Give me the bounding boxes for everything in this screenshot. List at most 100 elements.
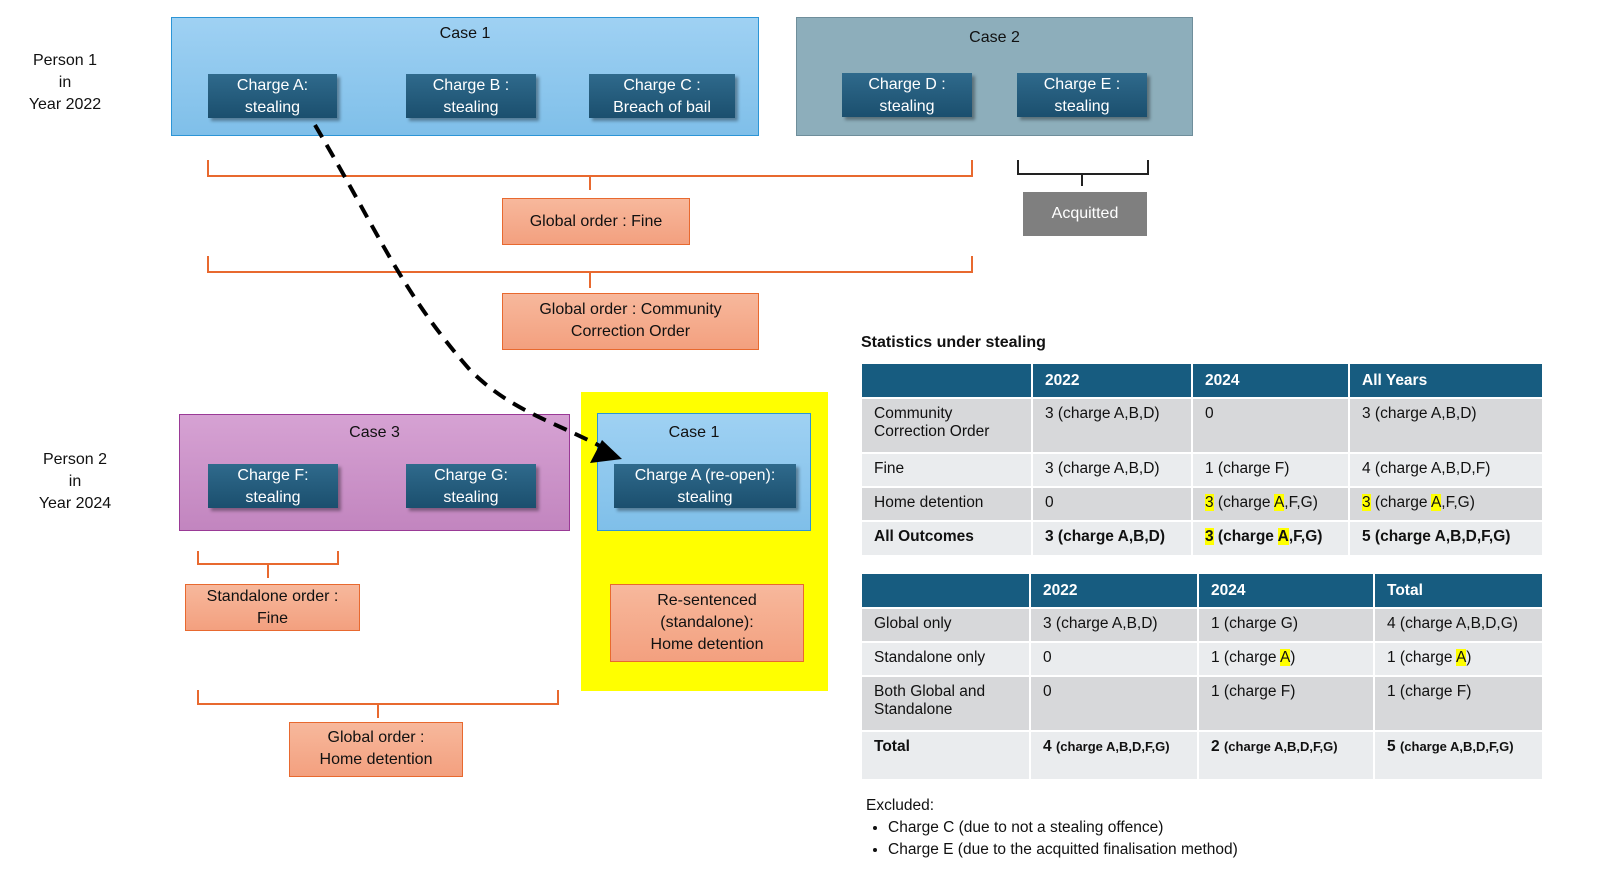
table-cell: 0	[1030, 641, 1199, 676]
charge-a-reopen: Charge A (re-open): stealing	[614, 464, 796, 508]
table-cell: 1 (charge A)	[1374, 641, 1542, 676]
charge-a-label: Charge A:	[236, 77, 309, 94]
table-cell: 1 (charge F)	[1192, 452, 1350, 487]
table-cell: 3 (charge A,F,G)	[1349, 486, 1542, 521]
person-2-year: Year 2024	[38, 495, 112, 512]
order-standalone-fine: Standalone order : Fine	[185, 584, 360, 631]
case-2: Case 2 Charge D : stealing Charge E : st…	[796, 17, 1193, 136]
order-global-fine: Global order : Fine	[502, 198, 690, 245]
table-header-row: 2022 2024 Total	[862, 574, 1542, 608]
charge-a-offence: stealing	[244, 99, 301, 116]
charge-d-label: Charge D :	[868, 76, 946, 93]
table-cell: 0	[1030, 675, 1199, 731]
table-cell: 3 (charge A,F,G)	[1192, 486, 1350, 521]
table-row: Standalone only 0 1 (charge A) 1 (charge…	[862, 641, 1542, 676]
stats-table-order-type: 2022 2024 Total Global only 3 (charge A,…	[862, 574, 1542, 779]
table-cell: Both Global and Standalone	[862, 675, 1031, 731]
table-cell: Fine	[862, 452, 1033, 487]
table-cell: Global only	[862, 607, 1031, 642]
acquitted-text: Acquitted	[1051, 205, 1119, 222]
order-resentenced-line2: (standalone):	[660, 614, 754, 631]
charge-c-offence: Breach of bail	[613, 99, 711, 116]
charge-g: Charge G: stealing	[406, 464, 536, 508]
table-cell: Total	[862, 730, 1031, 779]
order-global-hd-line1: Global order :	[327, 729, 425, 746]
bracket-acquitted	[1017, 160, 1149, 186]
table-cell: Standalone only	[862, 641, 1031, 676]
table-cell: 5 (charge A,B,D,F,G)	[1374, 730, 1542, 779]
charge-f-label: Charge F:	[237, 467, 309, 484]
table-cell: 0	[1032, 486, 1193, 521]
stats-title: Statistics under stealing	[861, 334, 1046, 351]
order-global-hd: Global order : Home detention	[289, 722, 463, 777]
person-2-in: in	[68, 473, 82, 490]
table-cell: 3 (charge A,B,D)	[1030, 607, 1199, 642]
order-global-cco-line1: Global order : Community	[539, 301, 722, 318]
table-header-row: 2022 2024 All Years	[862, 364, 1542, 398]
table-header-cell: 2022	[1030, 574, 1199, 608]
table-row: All Outcomes 3 (charge A,B,D) 3 (charge …	[862, 520, 1542, 555]
table-header-cell: 2022	[1032, 364, 1193, 398]
excluded-notes: Excluded: Charge C (due to not a stealin…	[866, 795, 1566, 861]
table-cell: 3 (charge A,B,D)	[1349, 397, 1542, 453]
case-1-2022: Case 1 Charge A: stealing Charge B : ste…	[171, 17, 759, 136]
person-2-name: Person 2	[42, 451, 108, 468]
table-cell: 1 (charge A)	[1198, 641, 1375, 676]
table-cell: 2 (charge A,B,D,F,G)	[1198, 730, 1375, 779]
table-row: Home detention 0 3 (charge A,F,G) 3 (cha…	[862, 486, 1542, 521]
list-item: Charge C (due to not a stealing offence)	[888, 817, 1566, 839]
charge-g-label: Charge G:	[434, 467, 508, 484]
charge-d: Charge D : stealing	[842, 73, 972, 117]
order-resentenced: Re-sentenced (standalone): Home detentio…	[610, 584, 804, 662]
table-cell: 4 (charge A,B,D,F,G)	[1030, 730, 1199, 779]
charge-a-reopen-label: Charge A (re-open):	[634, 467, 776, 484]
table-cell: 3 (charge A,F,G)	[1192, 520, 1350, 555]
table-cell: 3 (charge A,B,D)	[1032, 520, 1193, 555]
charge-a: Charge A: stealing	[208, 74, 337, 118]
acquitted-box: Acquitted	[1023, 192, 1147, 236]
order-global-cco-line2: Correction Order	[570, 323, 691, 340]
charge-b-label: Charge B :	[432, 77, 510, 94]
charge-f-offence: stealing	[245, 489, 301, 506]
bracket-global-fine	[207, 160, 973, 190]
table-cell: 1 (charge F)	[1198, 675, 1375, 731]
charge-e: Charge E : stealing	[1017, 73, 1147, 117]
reopen-arrow-head	[590, 440, 622, 463]
table-header-cell	[862, 574, 1031, 608]
charge-f: Charge F: stealing	[208, 464, 338, 508]
charge-c: Charge C : Breach of bail	[589, 74, 735, 118]
stats-table-outcomes: 2022 2024 All Years Community Correction…	[862, 364, 1542, 555]
excluded-title: Excluded:	[866, 797, 935, 814]
table-row: Fine 3 (charge A,B,D) 1 (charge F) 4 (ch…	[862, 452, 1542, 487]
order-standalone-fine-line1: Standalone order :	[206, 588, 339, 605]
order-global-cco: Global order : Community Correction Orde…	[502, 293, 759, 350]
table-row: Global only 3 (charge A,B,D) 1 (charge G…	[862, 607, 1542, 642]
charge-e-label: Charge E :	[1043, 76, 1121, 93]
excluded-list: Charge C (due to not a stealing offence)…	[866, 817, 1566, 861]
list-item: Charge E (due to the acquitted finalisat…	[888, 839, 1566, 861]
bracket-standalone-fine	[197, 551, 339, 578]
table-cell: 3 (charge A,B,D)	[1032, 397, 1193, 453]
charge-c-label: Charge C :	[623, 77, 701, 94]
order-standalone-fine-line2: Fine	[256, 610, 289, 627]
table-header-cell: 2024	[1198, 574, 1375, 608]
person-1-year: Year 2022	[28, 96, 102, 113]
person-2-label: Person 2 in Year 2024	[30, 449, 120, 515]
table-row: Total 4 (charge A,B,D,F,G) 2 (charge A,B…	[862, 730, 1542, 779]
table-cell: Home detention	[862, 486, 1033, 521]
table-cell: 4 (charge A,B,D,G)	[1374, 607, 1542, 642]
person-1-label: Person 1 in Year 2022	[22, 50, 108, 116]
table-cell: 3 (charge A,B,D)	[1032, 452, 1193, 487]
charge-b-offence: stealing	[443, 99, 499, 116]
table-cell: 1 (charge F)	[1374, 675, 1542, 731]
case-3-title: Case 3	[349, 424, 400, 441]
case-1-2024-title: Case 1	[668, 424, 720, 441]
table-cell: All Outcomes	[862, 520, 1033, 555]
charge-e-offence: stealing	[1054, 98, 1110, 115]
table-header-cell: Total	[1374, 574, 1542, 608]
charge-d-offence: stealing	[879, 98, 935, 115]
table-header-cell: 2024	[1192, 364, 1350, 398]
order-resentenced-line1: Re-sentenced	[657, 592, 757, 609]
case-2-title: Case 2	[969, 29, 1020, 46]
